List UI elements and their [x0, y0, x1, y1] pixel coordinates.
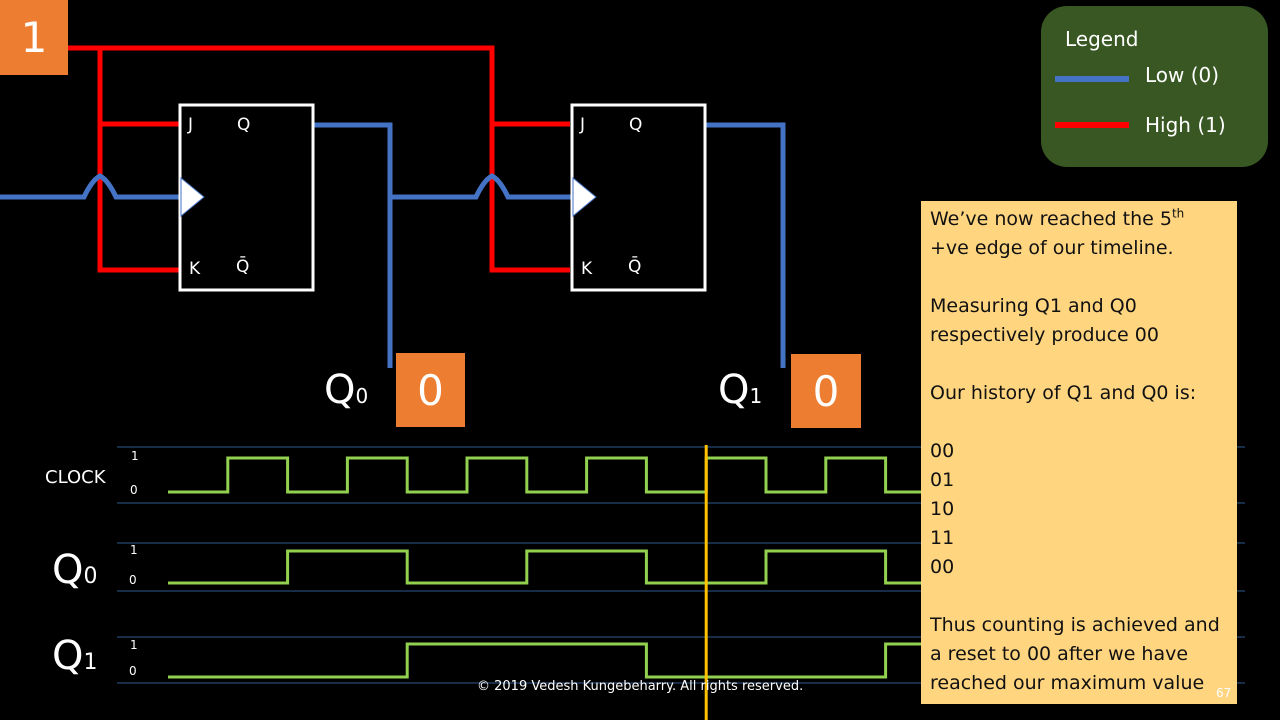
- legend-panel: Legend Low (0) High (1): [1041, 6, 1268, 167]
- q0-signal-label: Q0: [52, 547, 98, 593]
- flipflop-2-body: [570, 103, 707, 292]
- legend-title: Legend: [1065, 27, 1139, 51]
- waveform-q1: [168, 642, 1006, 679]
- slide-number: 67: [1216, 686, 1232, 700]
- q1-signal-label: Q1: [52, 633, 98, 679]
- ff1-pin-k: K: [189, 259, 201, 279]
- clock-triangle-icon-ff1: [180, 176, 205, 218]
- history-item: 00: [930, 556, 955, 578]
- q0-value: 0: [417, 365, 444, 415]
- low-wires: [0, 122, 786, 368]
- note-para4-line1: Thus counting is achieved and: [930, 614, 1220, 636]
- ff1-pin-q: Q: [237, 115, 251, 135]
- note-para4-line2: a reset to 00 after we have: [930, 643, 1189, 665]
- note-line-1: We’ve now reached the 5th: [930, 206, 1185, 230]
- input-value-box: 1: [0, 0, 68, 75]
- legend-low-swatch: [1055, 76, 1129, 82]
- note-para3: Our history of Q1 and Q0 is:: [930, 382, 1197, 404]
- q1-output-wire: [706, 122, 786, 368]
- input-value: 1: [20, 13, 48, 62]
- history-item: 11: [930, 527, 955, 549]
- q1-tick-0: 0: [129, 664, 137, 678]
- history-item: 10: [930, 498, 955, 520]
- ff2-pin-j: J: [580, 115, 586, 135]
- high-wires: [68, 45, 570, 273]
- legend-high-label: High (1): [1145, 113, 1226, 137]
- ff2-pin-qbar: Q̄: [628, 257, 642, 277]
- q0-tick-1: 1: [130, 543, 138, 557]
- legend-low-label: Low (0): [1145, 63, 1220, 87]
- flipflop-1-body: [178, 103, 315, 292]
- q1-value: 0: [812, 366, 840, 416]
- clock-tick-0: 0: [130, 483, 138, 497]
- q0-output-wire: [314, 122, 393, 368]
- high-bus-top: [68, 45, 570, 273]
- note-para4-line3: reached our maximum value: [930, 672, 1205, 694]
- q0-tick-0: 0: [129, 573, 137, 587]
- q0-output-label: Q0: [324, 367, 369, 413]
- q1-tick-1: 1: [130, 638, 138, 652]
- q1-value-box: 0: [791, 354, 861, 428]
- clock-triangle-icon-ff2: [572, 176, 597, 218]
- ff1-pin-qbar: Q̄: [236, 257, 250, 277]
- ff1-pin-j: J: [188, 115, 194, 135]
- history-item: 00: [930, 440, 955, 462]
- explanation-note: We’ve now reached the 5th +ve edge of ou…: [921, 201, 1237, 704]
- waveform-clock: [168, 456, 1006, 494]
- history-item: 01: [930, 469, 955, 491]
- ff2-pin-q: Q: [629, 115, 643, 135]
- copyright-text: © 2019 Vedesh Kungebeharry. All rights r…: [477, 679, 804, 694]
- ff2-pin-k: K: [581, 259, 593, 279]
- note-para2-line1: Measuring Q1 and Q0: [930, 295, 1137, 317]
- q1-output-label: Q1: [718, 367, 763, 413]
- clock-signal-label: CLOCK: [45, 467, 106, 488]
- clock-input-wire: [0, 173, 200, 200]
- note-line-2: +ve edge of our timeline.: [930, 237, 1174, 259]
- q0-value-box: 0: [396, 353, 465, 427]
- note-para2-line2: respectively produce 00: [930, 324, 1159, 346]
- legend-high-swatch: [1055, 122, 1129, 128]
- waveform-q0: [168, 549, 1006, 585]
- q0-to-ff2-clock-wire: [390, 173, 592, 200]
- clock-tick-1: 1: [131, 449, 139, 463]
